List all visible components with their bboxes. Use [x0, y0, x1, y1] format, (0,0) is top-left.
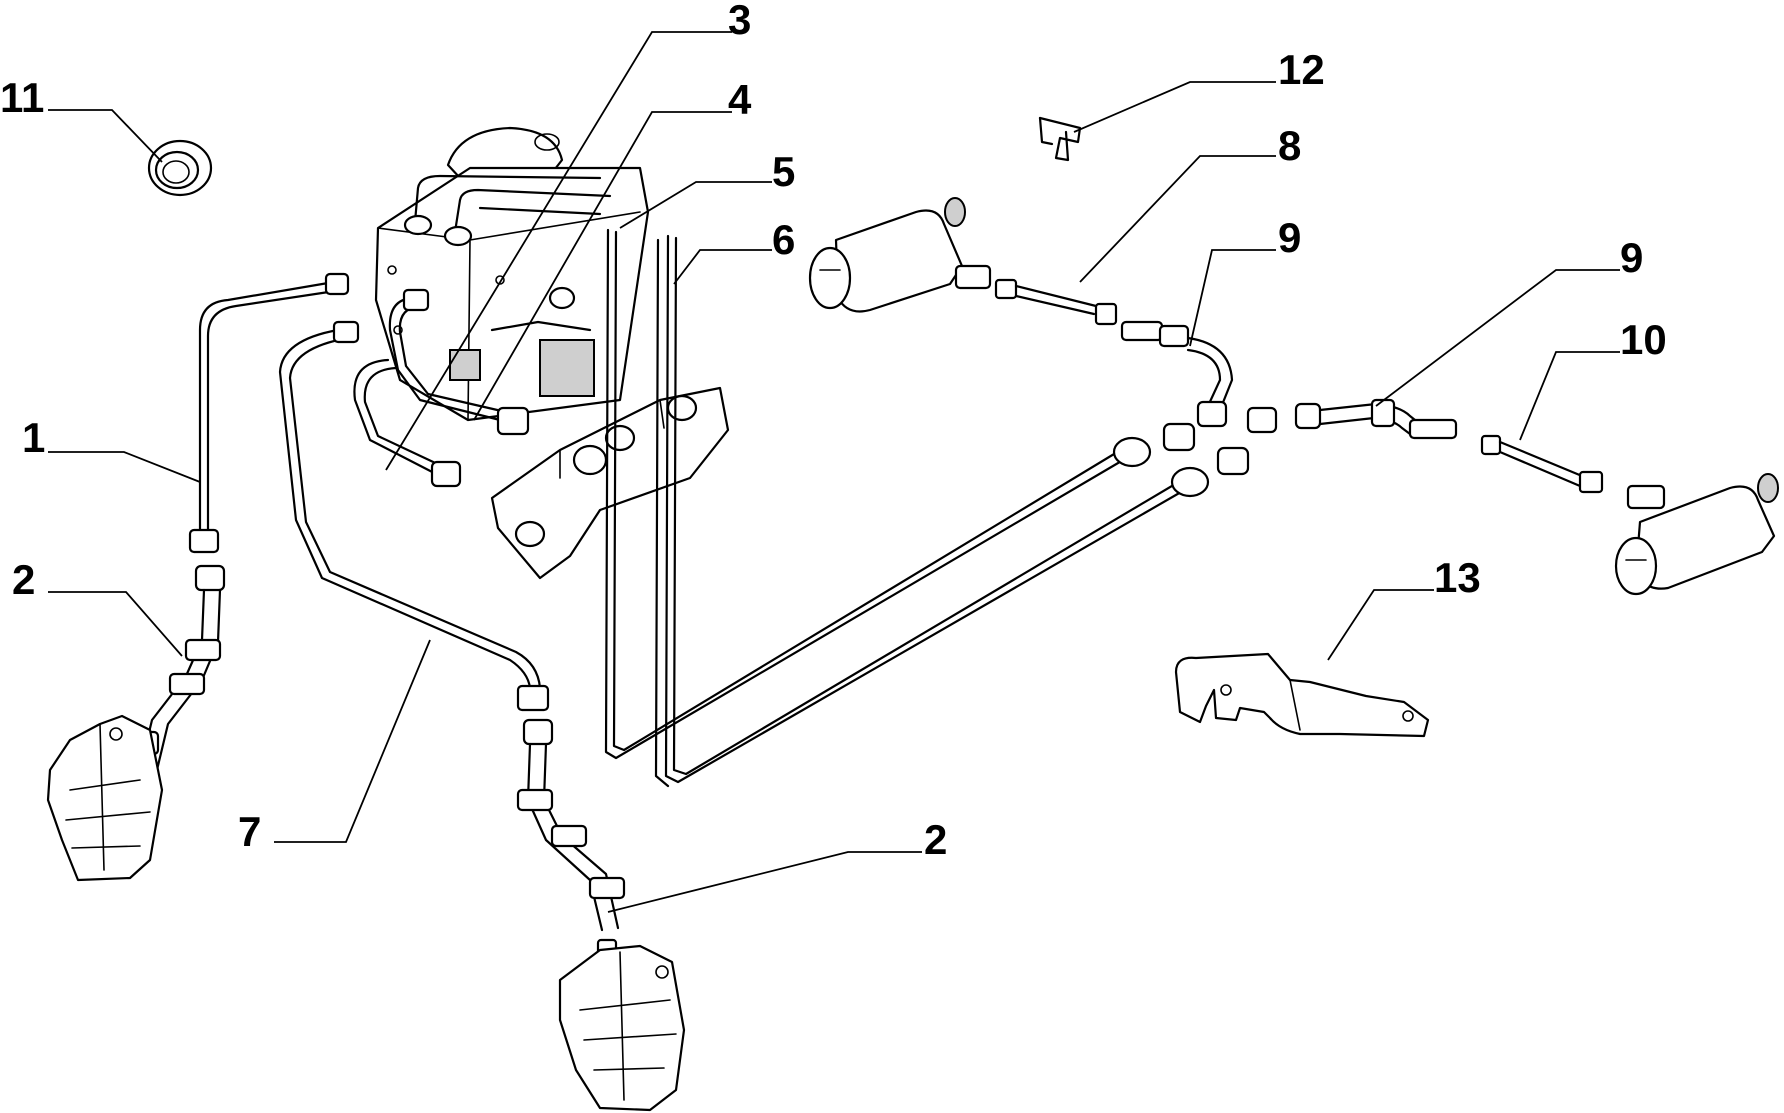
callout-4: 4 — [728, 76, 752, 123]
front-flex-hose-part-2-right — [516, 718, 626, 964]
callout-1: 1 — [22, 414, 45, 461]
callout-12: 12 — [1278, 46, 1325, 93]
bracket-part-13 — [1174, 652, 1430, 738]
brake-pipe-part-3 — [353, 358, 462, 488]
front-brake-caliper-left — [46, 714, 164, 882]
brake-pipe-part-7 — [278, 320, 550, 712]
brake-pipe-part-5 — [604, 228, 1132, 760]
pipe-fittings — [1112, 422, 1250, 498]
callout-10: 10 — [1620, 316, 1667, 363]
brake-pipe-part-6 — [654, 234, 1190, 788]
brake-distributor-block — [490, 386, 730, 580]
rear-wheel-cylinder-left — [808, 197, 992, 313]
flex-hose-part-9-right — [1246, 398, 1458, 440]
callout-7: 7 — [238, 808, 261, 855]
brake-pipe-part-4 — [388, 288, 530, 436]
brake-pipe-part-1 — [188, 272, 350, 554]
callout-9-right: 9 — [1620, 234, 1643, 281]
brake-pipe-part-8 — [994, 278, 1118, 326]
clip-part-12 — [1038, 116, 1082, 162]
abs-hydraulic-unit — [374, 126, 650, 422]
callout-6: 6 — [772, 216, 795, 263]
brake-pipe-part-10 — [1480, 434, 1604, 494]
callout-11: 11 — [0, 74, 44, 121]
callout-labels: 11 1 2 3 4 5 6 12 8 9 9 10 13 7 2 — [0, 0, 1667, 863]
callout-3: 3 — [728, 0, 751, 43]
rear-wheel-cylinder-right — [1614, 473, 1779, 596]
flex-hose-part-9-left — [1120, 320, 1234, 428]
callout-5: 5 — [772, 148, 795, 195]
callout-13: 13 — [1434, 554, 1481, 601]
front-brake-caliper-right — [558, 944, 686, 1112]
callout-2-right: 2 — [924, 816, 947, 863]
grommet-part-11 — [147, 139, 213, 197]
callout-8: 8 — [1278, 122, 1301, 169]
leader-lines — [48, 31, 1620, 913]
callout-2-left: 2 — [12, 556, 35, 603]
callout-9-left: 9 — [1278, 214, 1301, 261]
